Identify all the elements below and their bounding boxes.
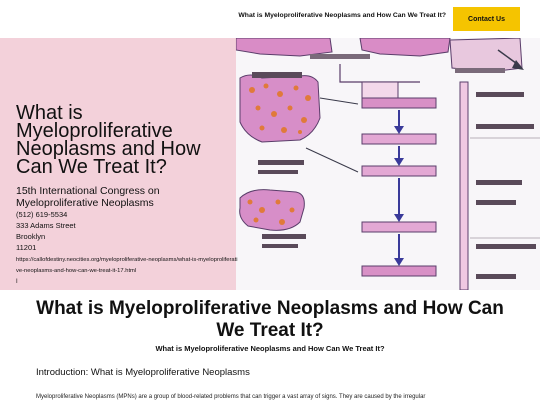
hero-url-link[interactable]: https://callofdestiny.neocities.org/myel… bbox=[16, 257, 238, 274]
intro-heading: Introduction: What is Myeloproliferative… bbox=[36, 367, 250, 378]
article-subtitle: What is Myeloproliferative Neoplasms and… bbox=[155, 344, 385, 353]
article-title: What is Myeloproliferative Neoplasms and… bbox=[36, 298, 504, 341]
intro-paragraph: Myeloproliferative Neoplasms (MPNs) are … bbox=[36, 394, 426, 400]
hero-marker: I bbox=[16, 279, 18, 285]
hero-title: What is Myeloproliferative Neoplasms and… bbox=[16, 102, 201, 178]
hero-text-block: What is Myeloproliferative Neoplasms and… bbox=[16, 102, 238, 287]
contact-us-button[interactable]: Contact Us bbox=[453, 7, 520, 31]
hero-text-overlay bbox=[0, 38, 236, 290]
top-navigation-bar: What is Myeloproliferative Neoplasms and… bbox=[0, 0, 540, 38]
hero-street: 333 Adams Street bbox=[16, 221, 76, 230]
hero-congress-name: 15th International Congress on Myeloprol… bbox=[16, 185, 160, 209]
hero-phone[interactable]: (512) 619-5534 bbox=[16, 210, 68, 219]
hero-banner: What is Myeloproliferative Neoplasms and… bbox=[0, 38, 540, 290]
hero-zip: 11201 bbox=[16, 243, 37, 252]
site-title-link[interactable]: What is Myeloproliferative Neoplasms and… bbox=[238, 12, 446, 19]
hero-city: Brooklyn bbox=[16, 232, 46, 241]
